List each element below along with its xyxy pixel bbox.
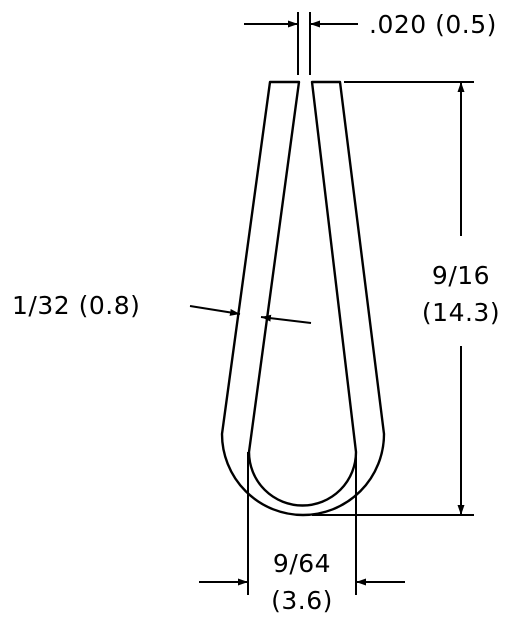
width-metric-label: (3.6) xyxy=(271,586,333,615)
u-channel-profile xyxy=(220,80,386,517)
width-dimension xyxy=(199,452,405,595)
height-metric-label: (14.3) xyxy=(422,298,500,327)
height-fraction-label: 9/16 xyxy=(432,261,490,290)
profile-outer-outline xyxy=(220,80,386,517)
thickness-arrow-outer xyxy=(189,305,241,316)
width-fraction-label: 9/64 xyxy=(273,549,331,578)
gap-dimension xyxy=(244,12,358,75)
wall-thickness-label: 1/32 (0.8) xyxy=(12,291,140,320)
wall-thickness-dimension xyxy=(189,305,312,324)
thickness-arrow-inner xyxy=(260,314,312,324)
gap-dimension-label: .020 (0.5) xyxy=(369,10,497,39)
height-dimension xyxy=(312,81,474,516)
